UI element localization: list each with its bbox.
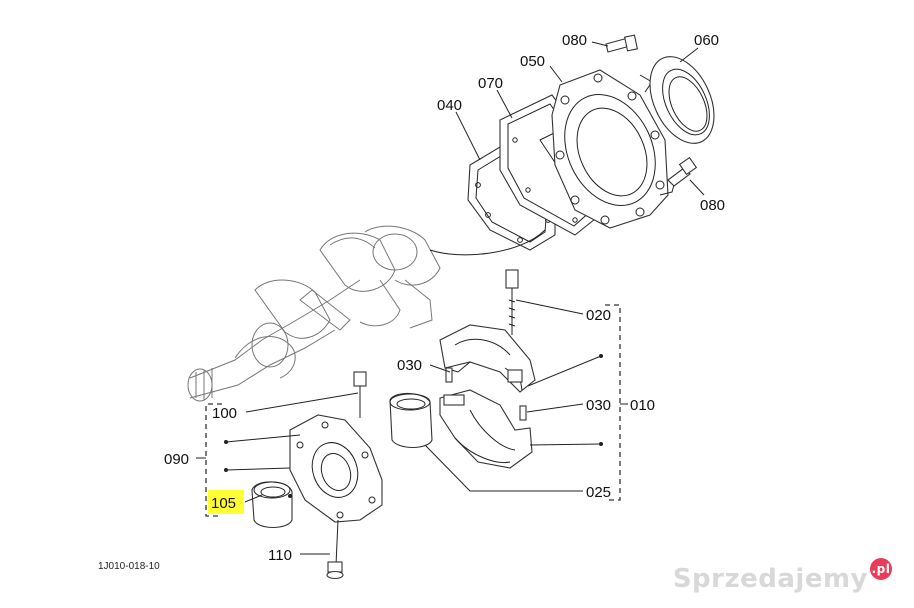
watermark-badge: .pl <box>870 558 892 580</box>
bracket-090 <box>196 403 222 517</box>
bolt-080-top-drawing <box>605 34 638 53</box>
watermark-logo: Sprzedajemy.pl <box>672 558 892 594</box>
bolt-080-right-drawing <box>667 156 698 187</box>
label-070: 070 <box>478 75 503 92</box>
label-010: 010 <box>630 397 655 414</box>
dowel-pins-030-drawing <box>445 367 527 421</box>
label-110: 110 <box>268 547 292 564</box>
label-040: 040 <box>437 97 462 114</box>
watermark-text: Sprzedajemy <box>672 564 868 594</box>
label-050: 050 <box>520 53 545 70</box>
label-100: 100 <box>212 405 237 422</box>
label-020: 020 <box>586 307 611 324</box>
label-080-top: 080 <box>562 32 587 49</box>
label-025: 025 <box>586 484 611 501</box>
label-030-lower: 030 <box>586 397 611 414</box>
label-080-right: 080 <box>700 197 725 214</box>
reference-dots <box>224 354 603 498</box>
leader-lines <box>225 41 705 555</box>
bearing-case-090-drawing <box>289 414 383 523</box>
crankshaft-drawing <box>187 225 441 402</box>
bracket-010 <box>605 304 628 501</box>
bearing-105-drawing <box>251 481 293 529</box>
bolt-110-drawing <box>326 519 344 580</box>
label-090: 090 <box>164 451 189 468</box>
bearing-case-lower-drawing <box>439 389 533 469</box>
part-105-highlight <box>208 490 244 514</box>
label-030-upper: 030 <box>397 357 422 374</box>
label-105: 105 <box>211 495 236 512</box>
bolt-020-drawing <box>505 269 519 335</box>
diagram-code: 1J010-018-10 <box>98 561 160 572</box>
bearing-housing-050-drawing <box>551 69 677 229</box>
oil-seal-060-drawing <box>649 56 715 144</box>
bearing-case-upper-drawing <box>439 324 536 393</box>
label-060: 060 <box>694 32 719 49</box>
bolt-100-drawing <box>353 371 367 418</box>
bearing-025-drawing <box>389 392 433 449</box>
